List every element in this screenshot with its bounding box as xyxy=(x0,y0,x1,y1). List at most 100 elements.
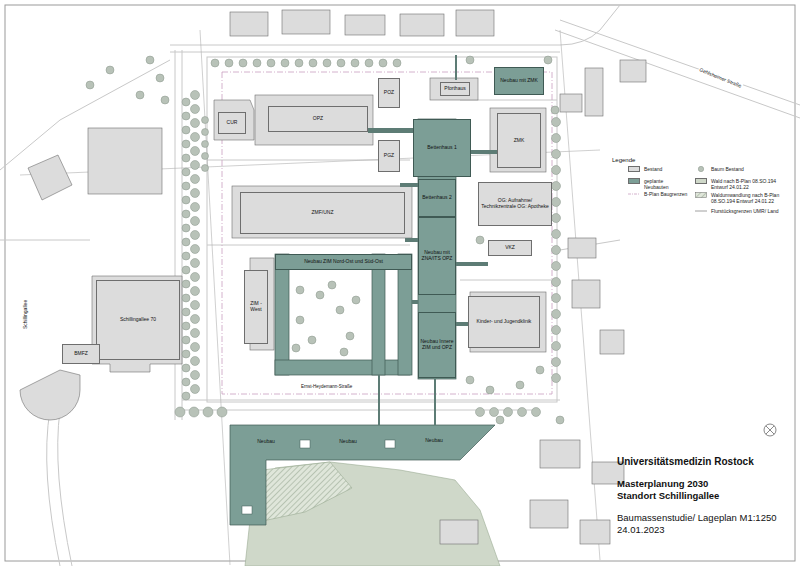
tree-symbol xyxy=(191,343,200,352)
title-block-text: 24.01.2023 xyxy=(617,524,665,535)
tree-symbol xyxy=(191,133,200,142)
tree-symbol xyxy=(346,332,354,340)
legend-dash-line xyxy=(628,194,640,195)
tree-symbol xyxy=(182,112,190,120)
tree-symbol xyxy=(182,98,190,106)
building-label-group: Neubau ZIM Nord-Ost und Süd-Ost xyxy=(303,258,384,266)
tree-symbol xyxy=(191,91,200,100)
tree-symbol xyxy=(518,408,527,417)
building-label: Neubau xyxy=(339,439,357,445)
tree-symbol xyxy=(552,230,561,239)
tree-symbol xyxy=(156,74,164,82)
tree-symbol xyxy=(182,392,190,400)
existing-building: BMFZ xyxy=(62,344,100,364)
building-label-group: Neubau mit ZNA/ITS OPZ xyxy=(419,249,455,263)
tree-symbol xyxy=(552,134,561,143)
tree-symbol xyxy=(175,407,185,417)
legend-entry: Bestand xyxy=(628,166,688,172)
tree-symbol xyxy=(86,81,94,89)
legend-symbol xyxy=(695,166,707,172)
existing-building: VKZ xyxy=(488,240,532,256)
tree-symbol xyxy=(217,407,227,417)
tree-symbol xyxy=(191,119,200,128)
building-label: CUR xyxy=(227,120,238,126)
tree-symbol xyxy=(211,59,219,67)
tree-symbol xyxy=(296,286,304,294)
legend-symbol xyxy=(695,192,707,198)
tree-symbol xyxy=(552,294,561,303)
building-label: VKZ xyxy=(505,245,515,251)
tree-symbol xyxy=(191,175,200,184)
tree-symbol xyxy=(182,280,190,288)
tree-symbol xyxy=(191,259,200,268)
tree-symbol xyxy=(182,308,190,316)
tree-symbol xyxy=(182,140,190,148)
legend-swatch xyxy=(628,166,640,172)
legend-entry: B-Plan Baugrenzen xyxy=(628,191,688,197)
tree-symbol xyxy=(292,344,300,352)
tree-symbol xyxy=(191,189,200,198)
tree-symbol xyxy=(191,217,200,226)
existing-building: Pforthaus xyxy=(440,82,470,96)
tree-symbol xyxy=(544,56,552,64)
tree-symbol xyxy=(191,287,200,296)
building-label: ZIM -West xyxy=(246,301,266,313)
tree-symbol xyxy=(536,366,544,374)
building-label-group: ZMF/UNZ xyxy=(311,209,335,217)
existing-building: POZ xyxy=(378,78,400,108)
tree-symbol xyxy=(552,246,561,255)
legend-entry: Baum Bestand xyxy=(695,166,780,172)
building-label-group: Schillingallee 70 xyxy=(119,316,157,324)
tree-symbol xyxy=(136,91,144,99)
tree-symbol xyxy=(191,371,200,380)
building-limit xyxy=(222,72,552,394)
legend-line xyxy=(695,211,707,212)
tree-symbol xyxy=(552,342,561,351)
tree-symbol xyxy=(161,96,169,104)
existing-building: ZMK xyxy=(497,113,541,168)
building-label-group: CUR xyxy=(226,119,239,127)
legend-entry: Flurstücksgrenzen UMR/ Land xyxy=(695,208,780,214)
tree-symbol xyxy=(191,301,200,310)
tree-symbol xyxy=(352,296,360,304)
tree-symbol xyxy=(202,153,209,160)
connector-corridors xyxy=(368,55,497,425)
legend-swatch xyxy=(695,208,707,214)
tree-symbol xyxy=(328,281,336,289)
planned-building: Neubau ZIM Nord-Ost und Süd-Ost xyxy=(275,254,412,270)
tree-symbol xyxy=(182,378,190,386)
building-label: Schillingallee 70 xyxy=(120,317,156,323)
legend-entry: Waldumwandlung nach B-Plan 08.SO.194 Ent… xyxy=(695,192,780,204)
tree-symbol xyxy=(556,416,564,424)
tree-symbol xyxy=(496,416,504,424)
tree-symbol xyxy=(466,376,474,384)
tree-symbol xyxy=(552,214,561,223)
legend-text: Flurstücksgrenzen UMR/ Land xyxy=(711,208,779,214)
building-label-group: Neubau Innere ZIM und OPZ xyxy=(419,338,455,352)
legend-swatch xyxy=(628,178,640,184)
existing-building: PGZ xyxy=(378,140,400,172)
tree-symbol xyxy=(504,408,513,417)
building-label-group: BMFZ xyxy=(73,350,89,358)
planned-building: Bettenhaus 1 xyxy=(413,119,471,177)
building-label-group: Neubau xyxy=(338,438,358,446)
title-block-text: Baumassenstudie/ Lageplan M1:1250 xyxy=(617,512,777,523)
tree-symbol xyxy=(202,165,209,172)
existing-building: OG: Aufnahme/ Technikzentrale OG: Apothe… xyxy=(478,182,552,226)
legend-heading: Legende xyxy=(612,157,635,163)
building-label-group: Pforthaus xyxy=(443,85,466,93)
tree-symbol xyxy=(203,407,213,417)
building-label: BMFZ xyxy=(74,351,88,357)
tree-symbol xyxy=(182,252,190,260)
tree-symbol xyxy=(106,66,114,74)
planned-buildings xyxy=(230,119,495,525)
tree-symbol xyxy=(191,329,200,338)
tree-symbol xyxy=(337,59,345,67)
tree-symbol xyxy=(182,126,190,134)
legend-text: B-Plan Baugrenzen xyxy=(644,191,687,197)
tree-symbol xyxy=(182,294,190,302)
tree-symbol xyxy=(225,59,233,67)
tree-symbol xyxy=(552,198,561,207)
title-block-text: Masterplanung 2030 xyxy=(617,478,708,489)
